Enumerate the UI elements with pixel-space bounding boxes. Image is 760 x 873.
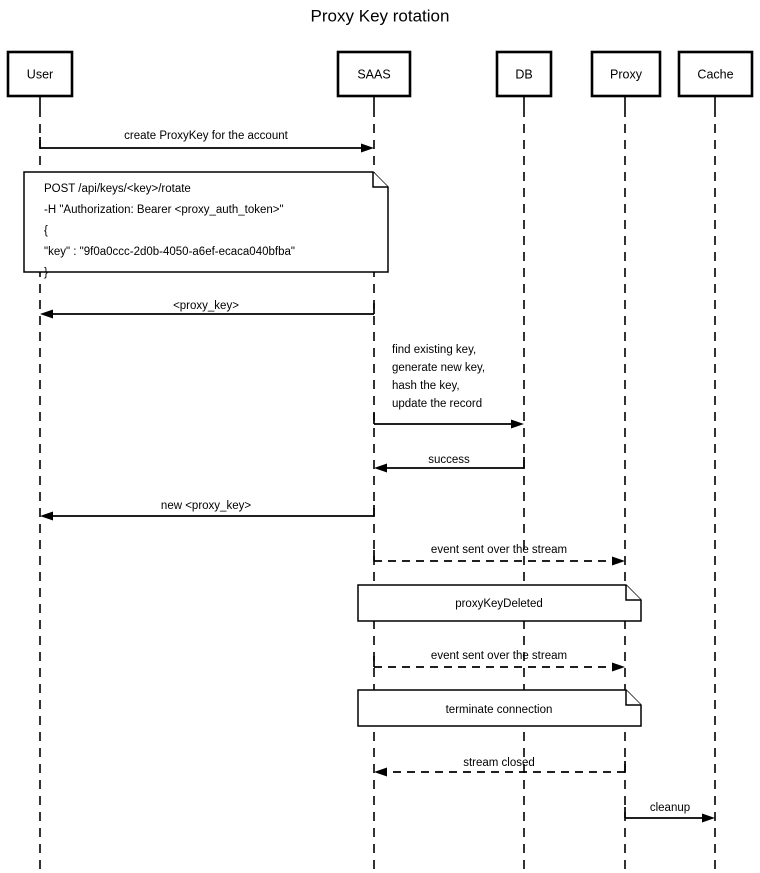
participant-label-cache: Cache: [697, 67, 733, 81]
note-line-n2-0: proxyKeyDeleted: [455, 598, 543, 610]
note-line-n1-4: }: [44, 267, 48, 279]
participant-box-saas[interactable]: [336, 50, 412, 98]
message-label-m2: <proxy_key>: [173, 300, 239, 312]
message-arrowhead-m3: [511, 419, 524, 429]
message-label-m7: event sent over the stream: [431, 650, 567, 662]
lifelines-layer: [39, 96, 716, 873]
participant-user[interactable]: User: [6, 50, 74, 98]
message-m7[interactable]: event sent over the stream: [373, 650, 625, 672]
message-m2[interactable]: <proxy_key>: [40, 300, 375, 319]
annotation-line-a1-0: find existing key,: [392, 344, 476, 356]
note-line-n3-0: terminate connection: [446, 704, 553, 716]
message-label-m4: success: [428, 454, 470, 466]
participant-box-proxy[interactable]: [590, 50, 662, 98]
note-line-n1-2: {: [44, 225, 48, 237]
message-m5[interactable]: new <proxy_key>: [40, 500, 375, 521]
message-label-m9: cleanup: [650, 802, 690, 814]
message-arrowhead-m9: [702, 813, 715, 823]
note-n1[interactable]: POST /api/keys/<key>/rotate -H "Authoriza…: [23, 171, 389, 279]
participant-proxy[interactable]: Proxy: [590, 50, 662, 98]
participant-saas[interactable]: SAAS: [336, 50, 412, 98]
message-label-m6: event sent over the stream: [431, 544, 567, 556]
participant-cache[interactable]: Cache: [677, 50, 754, 98]
message-label-m5: new <proxy_key>: [161, 500, 251, 512]
message-arrowhead-m8: [374, 767, 387, 777]
participant-box-user[interactable]: [6, 50, 74, 98]
message-label-m1: create ProxyKey for the account: [124, 130, 288, 142]
participant-box-cache[interactable]: [677, 50, 754, 98]
note-line-n1-0: POST /api/keys/<key>/rotate: [44, 183, 191, 195]
annotations-layer: find existing key, generate new key, hash …: [392, 344, 485, 410]
participants-layer: User SAAS DB Proxy Cache: [6, 50, 754, 98]
participant-db[interactable]: DB: [495, 50, 553, 98]
annotation-line-a1-2: hash the key,: [392, 380, 460, 392]
notes-layer: POST /api/keys/<key>/rotate -H "Authoriza…: [23, 171, 642, 727]
message-m8[interactable]: stream closed: [374, 757, 626, 777]
note-n2[interactable]: proxyKeyDeleted: [357, 584, 642, 622]
messages-layer: create ProxyKey for the account <proxy_ke…: [39, 130, 715, 823]
note-line-n1-1: -H "Authorization: Bearer <proxy_auth_to…: [44, 204, 284, 216]
note-body-n1: [23, 171, 389, 273]
message-arrowhead-m5: [40, 511, 53, 521]
note-line-n1-3: "key" : "9f0a0ccc-2d0b-4050-a6ef-ecaca04…: [44, 246, 295, 258]
note-body-n2: [357, 584, 642, 622]
participant-label-proxy: Proxy: [610, 67, 643, 81]
page-title: Proxy Key rotation: [311, 6, 450, 25]
message-arrowhead-m6: [612, 556, 625, 566]
annotation-line-a1-1: generate new key,: [392, 362, 485, 374]
message-m3[interactable]: [373, 413, 524, 429]
message-arrowhead-m7: [612, 662, 625, 672]
note-fold-n3: [625, 690, 641, 706]
message-m6[interactable]: event sent over the stream: [373, 544, 625, 566]
participant-label-user: User: [27, 67, 53, 81]
message-arrowhead-m1: [361, 143, 374, 153]
note-fold-n2: [625, 585, 641, 601]
message-m9[interactable]: cleanup: [624, 802, 715, 823]
message-arrowhead-m4: [374, 463, 387, 473]
message-label-m8: stream closed: [463, 757, 535, 769]
participant-box-db[interactable]: [495, 50, 553, 98]
message-m1[interactable]: create ProxyKey for the account: [39, 130, 374, 153]
note-n3[interactable]: terminate connection: [357, 689, 642, 727]
participant-label-saas: SAAS: [357, 67, 390, 81]
note-body-n3: [357, 689, 642, 727]
message-arrowhead-m2: [40, 309, 53, 319]
annotation-line-a1-3: update the record: [392, 398, 482, 410]
note-fold-n1: [372, 172, 388, 188]
message-m4[interactable]: success: [374, 454, 525, 473]
annotation-a1: find existing key, generate new key, hash …: [392, 344, 485, 410]
participant-label-db: DB: [515, 67, 532, 81]
